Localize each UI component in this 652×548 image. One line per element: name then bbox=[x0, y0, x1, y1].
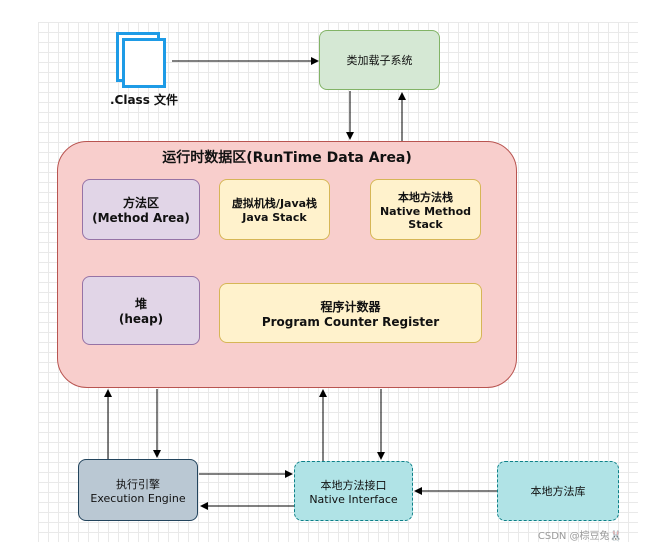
native-library-label: 本地方法库 bbox=[530, 485, 586, 498]
runtime-data-area-title: 运行时数据区(RunTime Data Area) bbox=[162, 150, 412, 166]
class-file-label: .Class 文件 bbox=[109, 92, 179, 107]
class-loader-subsystem: 类加载子系统 bbox=[319, 30, 440, 90]
native-stack-line-3: Stack bbox=[408, 217, 443, 231]
execution-engine-box: 执行引擎 Execution Engine bbox=[78, 459, 198, 521]
vm-stack-box: 虚拟机栈/Java栈 Java Stack bbox=[219, 179, 330, 240]
native-library-box: 本地方法库 bbox=[497, 461, 619, 521]
native-interface-line-2: Native Interface bbox=[309, 492, 398, 506]
native-interface-line-1: 本地方法接口 bbox=[320, 478, 387, 492]
heap-box: 堆 (heap) bbox=[82, 276, 200, 345]
execution-engine-line-1: 执行引擎 bbox=[116, 477, 160, 491]
native-stack-line-1: 本地方法栈 bbox=[398, 190, 453, 204]
heap-line-1: 堆 bbox=[134, 297, 147, 311]
heap-line-2: (heap) bbox=[118, 312, 164, 326]
native-interface-box: 本地方法接口 Native Interface bbox=[294, 461, 413, 521]
class-loader-label: 类加载子系统 bbox=[346, 54, 413, 67]
method-area-line-2: (Method Area) bbox=[92, 211, 190, 225]
native-stack-line-2: Native Method bbox=[379, 204, 472, 218]
watermark: CSDN @棕豆兔🐰 bbox=[537, 531, 622, 542]
file-icon-front bbox=[122, 38, 166, 88]
pc-register-line-2: Program Counter Register bbox=[261, 314, 440, 329]
method-area-line-1: 方法区 bbox=[122, 196, 159, 210]
vm-stack-line-1: 虚拟机栈/Java栈 bbox=[231, 197, 318, 210]
execution-engine-line-2: Execution Engine bbox=[90, 491, 186, 505]
method-area-box: 方法区 (Method Area) bbox=[82, 179, 200, 240]
native-method-stack-box: 本地方法栈 Native Method Stack bbox=[370, 179, 481, 240]
vm-stack-line-2: Java Stack bbox=[242, 211, 307, 224]
program-counter-register-box: 程序计数器 Program Counter Register bbox=[219, 283, 482, 343]
pc-register-line-1: 程序计数器 bbox=[320, 299, 381, 314]
